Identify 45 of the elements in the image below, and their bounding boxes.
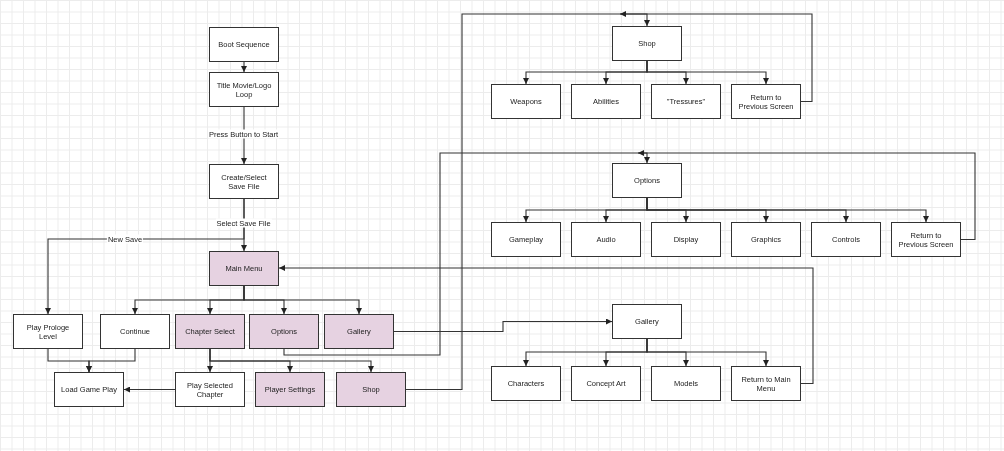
process-box xyxy=(13,314,83,349)
arrow xyxy=(619,11,813,103)
arrow xyxy=(393,318,613,333)
process-box xyxy=(324,314,394,349)
arrow xyxy=(646,197,929,223)
process-box xyxy=(209,72,279,107)
process-box xyxy=(612,304,682,339)
process-box xyxy=(612,163,682,198)
arrow xyxy=(637,150,976,241)
process-box xyxy=(891,222,961,257)
process-box xyxy=(249,314,319,349)
process-box xyxy=(651,366,721,401)
arrow xyxy=(123,386,176,393)
process-box xyxy=(54,372,124,407)
arrow xyxy=(86,348,136,373)
arrow xyxy=(241,61,247,73)
process-box xyxy=(731,84,801,119)
process-box xyxy=(731,366,801,401)
process-box xyxy=(491,366,561,401)
process-box xyxy=(651,84,721,119)
arrow xyxy=(646,60,769,85)
arrow xyxy=(283,152,650,356)
arrow xyxy=(241,106,247,165)
process-box xyxy=(811,222,881,257)
process-box xyxy=(571,84,641,119)
process-box xyxy=(571,222,641,257)
process-box xyxy=(571,366,641,401)
process-box xyxy=(255,372,325,407)
process-box xyxy=(209,251,279,286)
arrow xyxy=(646,338,769,367)
process-box xyxy=(491,222,561,257)
process-box xyxy=(175,372,245,407)
process-box xyxy=(336,372,406,407)
process-box xyxy=(100,314,170,349)
arrow xyxy=(243,285,362,315)
process-box xyxy=(491,84,561,119)
arrow xyxy=(405,13,650,391)
process-box xyxy=(175,314,245,349)
process-box xyxy=(651,222,721,257)
process-box xyxy=(209,164,279,199)
arrow xyxy=(278,265,814,385)
arrow xyxy=(209,348,374,373)
process-box xyxy=(612,26,682,61)
process-box xyxy=(209,27,279,62)
process-box xyxy=(731,222,801,257)
